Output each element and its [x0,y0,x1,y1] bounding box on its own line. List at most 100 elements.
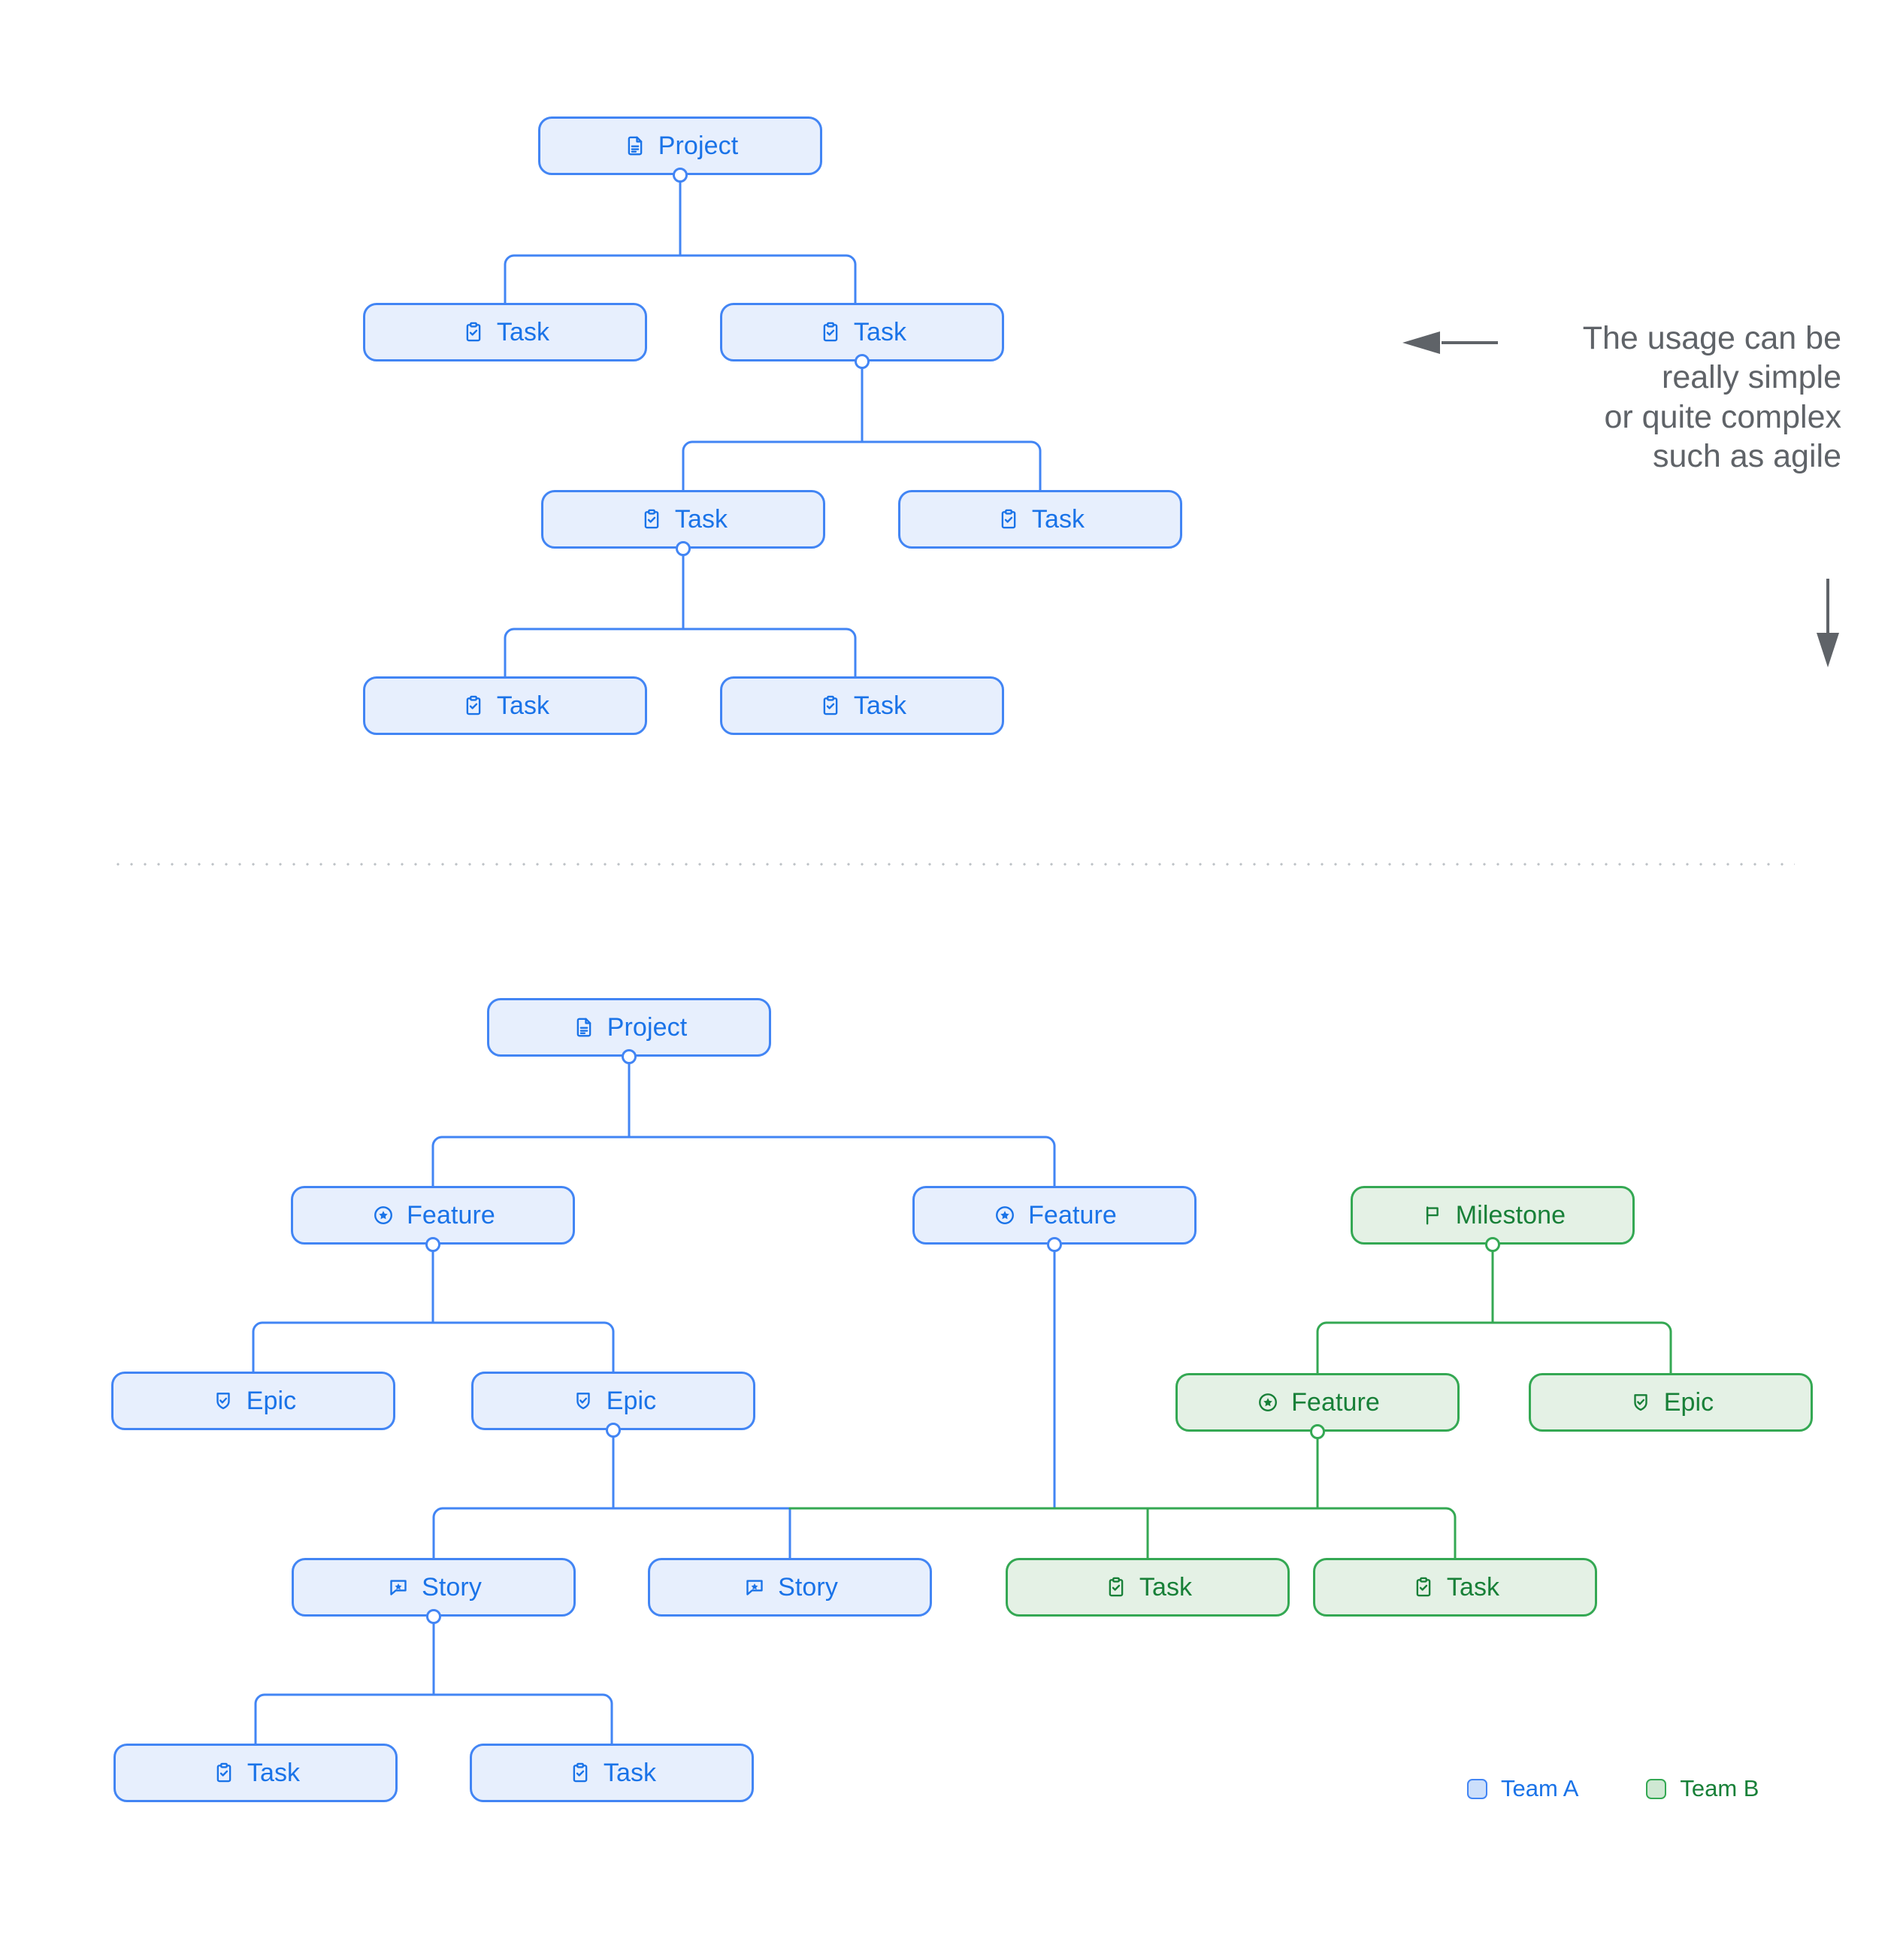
annotation-text: The usage can be really simple or quite … [1582,320,1841,475]
flag-icon [1420,1202,1445,1228]
star-circle-icon [992,1202,1018,1228]
edge-corner-ms-right [1660,1321,1672,1333]
node-label: Task [496,318,550,346]
section-divider [111,863,1795,866]
connector-socket [426,1609,441,1624]
edge-corner-ms-left [1316,1321,1328,1333]
document-icon [622,133,648,159]
star-circle-icon [371,1202,396,1228]
connector-socket [673,168,688,183]
node-label: Task [674,505,728,534]
node-feature[interactable]: Feature [291,1186,575,1245]
shield-check-icon [570,1388,596,1414]
node-task[interactable]: Task [113,1744,398,1802]
connector-socket [622,1049,637,1064]
clipboard-check-icon [461,319,486,345]
connector-socket [606,1423,621,1438]
node-epic[interactable]: Epic [471,1372,755,1430]
down-arrow-head [1817,633,1839,667]
legend: Team A Team B [1467,1775,1759,1802]
node-label: Task [1446,1573,1500,1602]
node-label: Feature [407,1201,495,1230]
edge-corner-l2-right [1030,440,1042,452]
node-label: Task [496,691,550,720]
node-epic[interactable]: Epic [111,1372,395,1430]
node-task[interactable]: Task [541,490,825,549]
node-label: Task [1139,1573,1193,1602]
edge-corner-story-left [432,1507,444,1519]
node-label: Story [422,1573,482,1602]
clipboard-check-icon [818,319,843,345]
node-label: Feature [1028,1201,1117,1230]
node-label: Task [853,691,907,720]
clipboard-check-icon [1411,1574,1436,1600]
node-task[interactable]: Task [470,1744,754,1802]
edge-corner-epic-left [252,1321,264,1333]
connector-socket [1485,1237,1500,1252]
node-milestone[interactable]: Milestone [1351,1186,1635,1245]
clipboard-check-icon [567,1760,593,1786]
clipboard-check-icon [639,507,664,532]
legend-item-team-b: Team B [1646,1775,1759,1802]
edge-corner-l1-right [845,254,857,266]
node-story[interactable]: Story [648,1558,932,1617]
edge-corner-l2-left [682,440,694,452]
clipboard-check-icon [211,1760,237,1786]
edge-corner-feat-left [431,1136,443,1148]
edge-corner-bt-left [254,1693,266,1705]
node-label: Project [658,132,739,160]
connector-socket [425,1237,440,1252]
clipboard-check-icon [996,507,1021,532]
node-story[interactable]: Story [292,1558,576,1617]
left-arrow-head [1402,331,1440,354]
node-label: Task [853,318,907,346]
edge-corner-gt-right [1445,1507,1457,1519]
node-project[interactable]: Project [538,116,822,175]
node-project[interactable]: Project [487,998,771,1057]
node-task[interactable]: Task [1313,1558,1597,1617]
node-label: Story [778,1573,838,1602]
shield-check-icon [1628,1390,1653,1415]
node-feature[interactable]: Feature [1175,1373,1460,1432]
star-circle-icon [1255,1390,1281,1415]
node-task[interactable]: Task [1006,1558,1290,1617]
node-task[interactable]: Task [898,490,1182,549]
clipboard-check-icon [818,693,843,718]
edge-corner-l3-left [504,628,516,640]
edge-corner-feat-right [1044,1136,1056,1148]
node-label: Epic [606,1387,657,1415]
edge-corner-epic-right [603,1321,615,1333]
shield-check-icon [210,1388,236,1414]
legend-swatch-icon [1646,1778,1667,1799]
node-task[interactable]: Task [363,303,647,361]
legend-item-team-a: Team A [1467,1775,1578,1802]
connector-socket [855,354,870,369]
clipboard-check-icon [461,693,486,718]
connector-socket [1047,1237,1062,1252]
node-label: Feature [1291,1388,1380,1417]
node-label: Task [1031,505,1085,534]
node-label: Task [603,1759,657,1787]
node-label: Task [247,1759,301,1787]
chat-star-icon [742,1574,767,1600]
node-feature[interactable]: Feature [912,1186,1197,1245]
node-task[interactable]: Task [363,676,647,735]
chat-star-icon [386,1574,411,1600]
node-epic[interactable]: Epic [1529,1373,1813,1432]
legend-label: Team A [1501,1775,1579,1801]
node-label: Milestone [1455,1201,1566,1230]
node-task[interactable]: Task [720,303,1004,361]
legend-swatch-icon [1467,1778,1487,1799]
node-label: Epic [246,1387,297,1415]
edge-corner-l3-right [845,628,857,640]
node-task[interactable]: Task [720,676,1004,735]
connector-socket [1310,1424,1325,1439]
node-label: Epic [1663,1388,1714,1417]
legend-label: Team B [1680,1775,1759,1801]
edge-corner-bt-right [601,1693,613,1705]
clipboard-check-icon [1103,1574,1129,1600]
document-icon [571,1015,597,1040]
